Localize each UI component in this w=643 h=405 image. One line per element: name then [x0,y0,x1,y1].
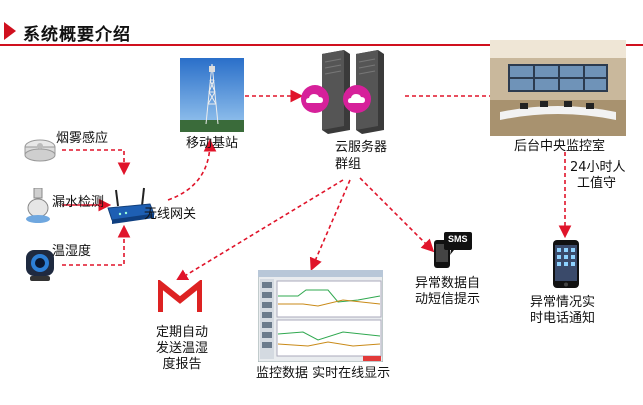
smoke-detector-icon [24,139,56,162]
control-room-photo [490,40,626,136]
leak-label: 漏水检测 [52,195,105,210]
cloud-label-1: 云服务器 [335,140,388,155]
title-marker [4,22,16,40]
control-room-icon [490,40,626,136]
control-room-label: 后台中央监控室 [514,139,606,154]
title-underline [0,44,643,46]
report-label-2: 发送温湿 [155,341,208,356]
wireless-gateway [106,186,156,230]
temperature-sensor-icon [26,250,54,281]
cloud-icon [301,85,329,113]
arrow-cloud-to-monitor [309,179,351,271]
monitor-screen-icon [257,269,384,363]
sms-phone-icon [434,232,472,268]
water-leak-sensor-icon [26,187,50,223]
email-report [157,277,203,318]
smoke-detector [22,133,58,173]
monitor-label: 监控数据 实时在线显示 [256,366,391,381]
mobile-phone [553,240,579,292]
temperature-sensor [24,248,56,286]
page-title: 系统概要介绍 [23,25,131,45]
phone-label-1: 异常情况实 [530,295,596,310]
mobile-phone-icon [553,240,579,288]
duty-label-1: 24小时人 [570,160,626,175]
sms-label-2: 动短信提示 [415,292,481,307]
router-icon [107,187,155,224]
arrow-cloud-to-report [175,179,344,282]
report-label-1: 定期自动 [155,325,208,340]
report-label-3: 度报告 [162,357,202,372]
gmail-icon [157,277,203,314]
gateway-label: 无线网关 [144,207,197,222]
sms-alert: SMS [432,230,472,274]
water-leak-sensor [24,187,52,228]
sms-badge-text: SMS [448,234,468,244]
arrow-smoke-to-gateway [62,149,131,176]
duty-label-2: 工值守 [577,176,617,191]
cell-tower-icon [180,58,244,132]
smoke-label: 烟雾感应 [56,131,109,146]
base-station-label: 移动基站 [186,136,239,151]
cloud-label-2: 群组 [335,157,362,172]
phone-label-2: 时电话通知 [530,311,596,326]
monitoring-screen [257,269,384,363]
sms-label-1: 异常数据自 [415,276,481,291]
arrow-cloud-to-sms [359,177,435,253]
base-station-photo [180,58,244,132]
cloud-server-cluster [300,48,406,136]
temp-humidity-label: 温湿度 [52,244,92,259]
cloud-icon [343,85,371,113]
